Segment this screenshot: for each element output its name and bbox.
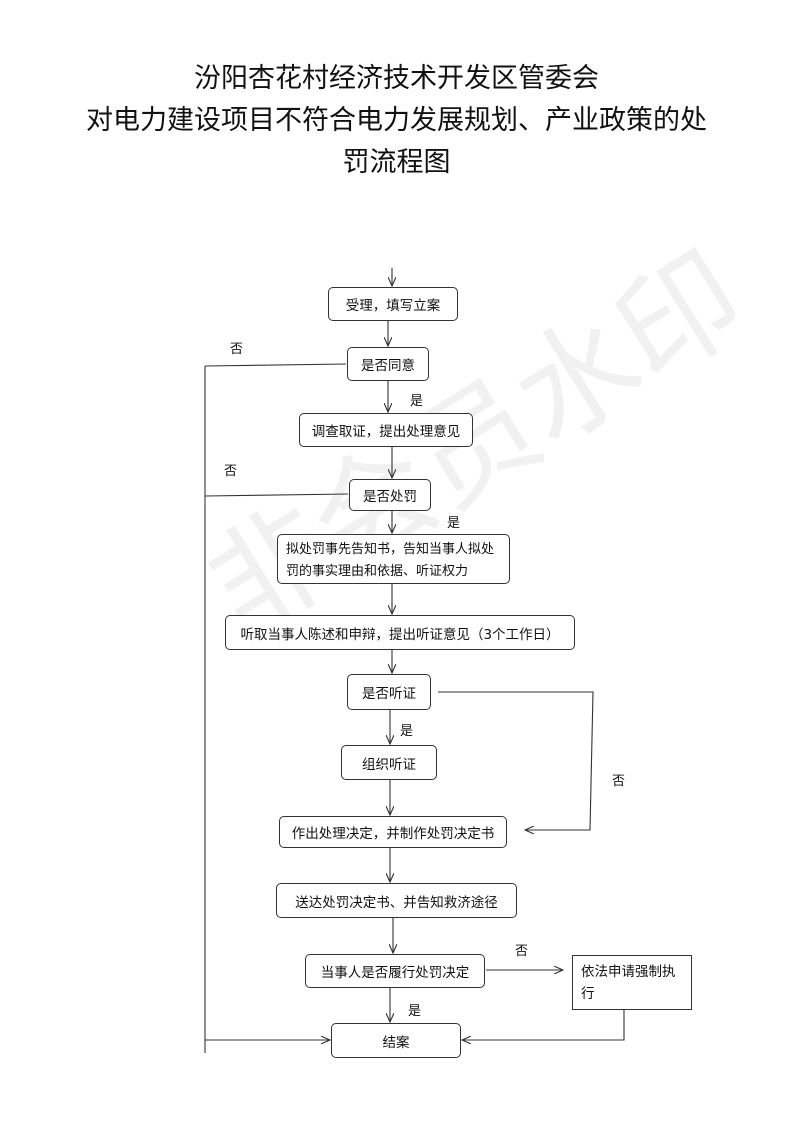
node-investigate: 调查取证，提出处理意见 <box>299 413 473 447</box>
page-title: 汾阳杏花村经济技术开发区管委会 对电力建设项目不符合电力发展规划、产业政策的处 … <box>0 58 793 184</box>
node-punish-question: 是否处罚 <box>349 479 431 511</box>
node-hear: 听取当事人陈述和申辩，提出听证意见（3个工作日） <box>225 615 575 650</box>
arrow-enforce-close <box>462 1010 625 1040</box>
line-punish-no <box>204 493 349 497</box>
arrow-hearing-no <box>438 691 594 830</box>
label-punish-no: 否 <box>224 464 238 479</box>
label-agree-no: 否 <box>230 342 244 357</box>
node-enforce: 依法申请强制执行 <box>572 955 692 1010</box>
line-agree-no <box>204 363 347 367</box>
node-notify: 拟处罚事先告知书，告知当事人拟处罚的事实理由和依据、听证权力 <box>277 534 510 584</box>
label-comply-no: 否 <box>515 944 529 959</box>
label-punish-yes: 是 <box>447 516 461 531</box>
node-decision: 作出处理决定，并制作处罚决定书 <box>279 816 507 848</box>
title-line-3: 罚流程图 <box>342 147 451 178</box>
label-comply-yes: 是 <box>408 1004 422 1019</box>
label-hearing-yes: 是 <box>400 724 414 739</box>
node-deliver: 送达处罚决定书、并告知救济途径 <box>276 883 517 918</box>
label-hearing-no: 否 <box>612 774 626 789</box>
label-agree-yes: 是 <box>410 394 424 409</box>
title-line-2: 对电力建设项目不符合电力发展规划、产业政策的处 <box>86 105 707 136</box>
node-organize: 组织听证 <box>341 745 437 780</box>
title-line-1: 汾阳杏花村经济技术开发区管委会 <box>194 63 599 94</box>
node-hearing-question: 是否听证 <box>347 674 431 710</box>
node-close: 结案 <box>331 1023 461 1058</box>
node-accept: 受理，填写立案 <box>328 287 458 321</box>
node-comply-question: 当事人是否履行处罚决定 <box>305 954 485 988</box>
node-agree-question: 是否同意 <box>347 347 429 381</box>
